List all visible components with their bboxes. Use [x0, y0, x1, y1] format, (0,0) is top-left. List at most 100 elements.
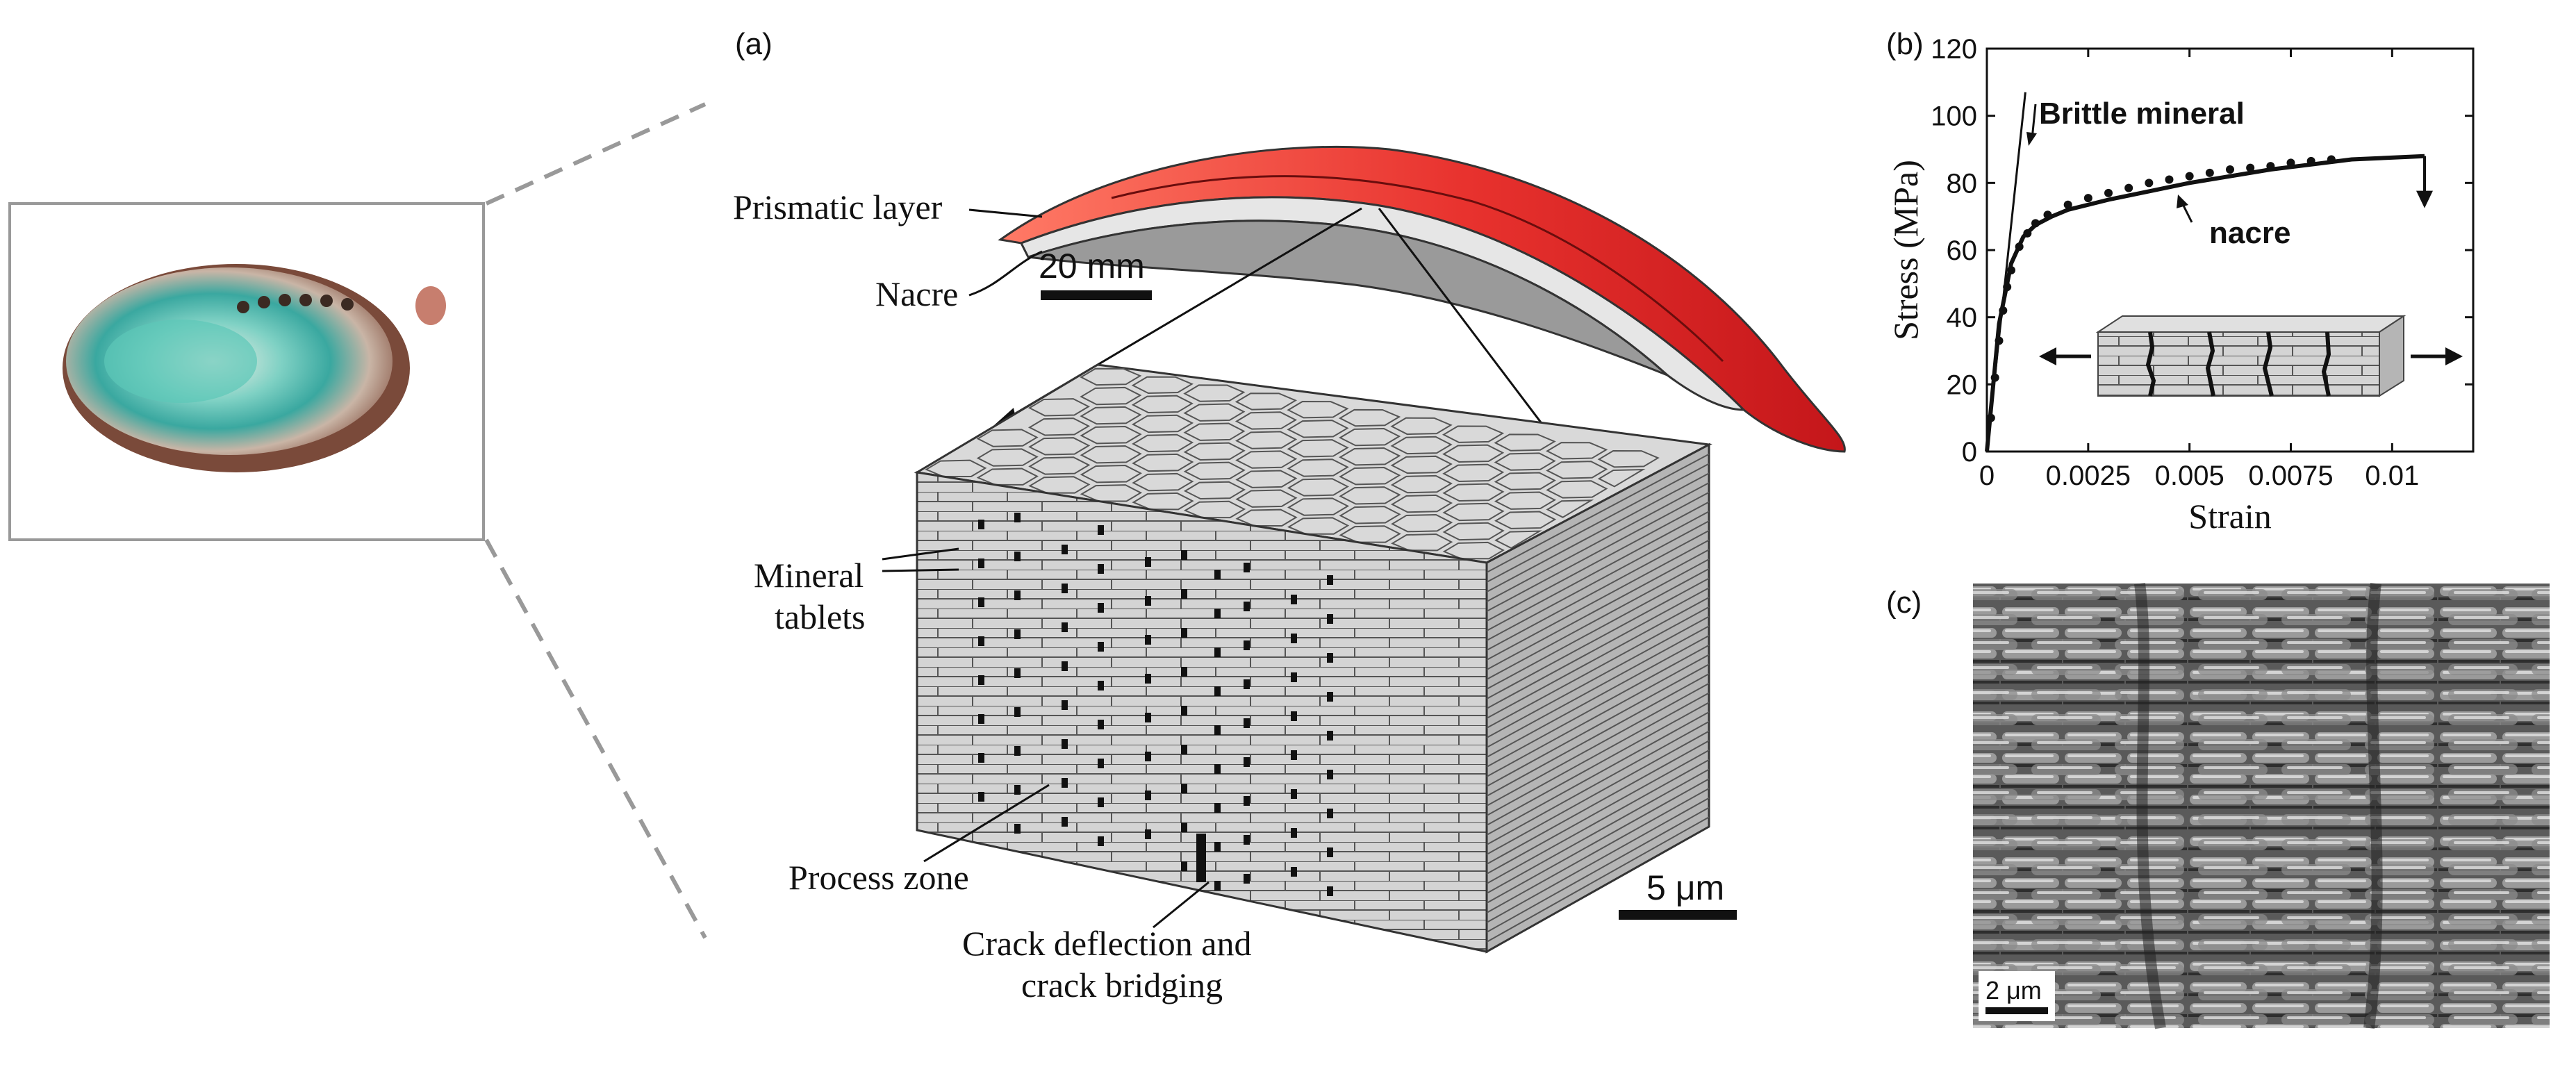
hex-tablet: [1183, 384, 1246, 402]
hex-tablet: [1287, 458, 1349, 477]
leader-process-zone: [923, 784, 1050, 863]
crack-segment: [1181, 550, 1187, 560]
crack-segment: [978, 520, 984, 529]
side-tablet-line: [1486, 788, 1710, 913]
side-tablet-line: [1486, 635, 1710, 758]
crack-segment: [1181, 861, 1187, 871]
crack-segment: [1098, 642, 1104, 652]
crack-segment: [1098, 720, 1104, 729]
hex-tablet: [1028, 456, 1091, 475]
hex-tablet: [1390, 474, 1453, 494]
hex-tablet: [1390, 436, 1453, 455]
side-tablet-line: [1486, 816, 1710, 943]
side-tablet-line: [1486, 807, 1710, 933]
crack-segment: [1181, 706, 1187, 716]
y-tick-label: 100: [1931, 101, 1977, 132]
hex-tablet: [1080, 484, 1143, 502]
nacre-data-point: [2063, 200, 2072, 209]
block-crack-path: [978, 513, 1333, 896]
hex-tablet: [1235, 411, 1298, 430]
nacre-data-point: [1995, 336, 2004, 345]
hex-tablet: [1287, 497, 1350, 516]
hex-tablet: [1338, 427, 1401, 447]
crack-segment: [1327, 886, 1333, 896]
hex-tablet: [1287, 401, 1349, 419]
hex-tablet: [1339, 486, 1401, 505]
crack-segment: [1327, 731, 1333, 741]
crack-segment: [1291, 828, 1297, 838]
hex-tablet: [1287, 478, 1349, 497]
hex-tablet: [1390, 455, 1453, 474]
nacre-data-point: [2083, 194, 2092, 203]
shell-photo: [8, 202, 485, 541]
side-tablet-line: [1486, 682, 1710, 807]
shell-scale-bar: [1041, 290, 1152, 300]
crack-segment: [1291, 672, 1297, 682]
block-scale-bar: [1619, 910, 1737, 920]
x-tick-label: 0.0075: [2248, 461, 2333, 491]
crack-segment: [1145, 596, 1151, 606]
crack-segment: [1244, 835, 1250, 845]
hex-tablet: [1494, 530, 1542, 549]
x-tick-label: 0.005: [2155, 461, 2224, 491]
side-tablet-line: [1486, 482, 1710, 602]
hex-tablet: [1235, 470, 1298, 488]
hex-tablet: [1080, 465, 1142, 483]
side-tablet-line: [1486, 597, 1710, 719]
side-tablet-line: [1486, 740, 1710, 865]
crack-segment: [1291, 634, 1297, 643]
hex-tablet: [1287, 420, 1349, 438]
hex-tablet: [976, 448, 1039, 467]
hex-tablet: [1391, 513, 1453, 533]
side-tablet-line: [1486, 529, 1710, 651]
nacre-data-point: [2266, 162, 2275, 171]
nacre-data-point: [2226, 165, 2234, 174]
side-tablet-line: [1486, 663, 1710, 787]
crack-segment: [1062, 661, 1068, 671]
nacre-data-point: [2015, 242, 2024, 251]
crack-segment: [1014, 824, 1021, 834]
y-tick-label: 0: [1962, 437, 1977, 468]
crack-segment: [1244, 796, 1250, 806]
hex-tablet: [1132, 492, 1194, 511]
crack-segment: [1244, 874, 1250, 884]
nacre-data-point: [2124, 183, 2133, 192]
nacre-data-point: [2205, 168, 2214, 177]
block-top-hex-grid: [925, 367, 1660, 560]
side-tablet-line: [1486, 472, 1710, 593]
crack-segment: [1327, 770, 1333, 779]
chart-series: [1985, 92, 2433, 452]
crack-segment: [1327, 575, 1333, 585]
label-tablets: tablets: [775, 597, 866, 636]
crack-segment: [1014, 746, 1021, 756]
chart-inset: [2039, 315, 2463, 397]
hex-tablet: [1442, 483, 1505, 502]
side-tablet-line: [1486, 463, 1710, 583]
side-tablet-line: [1486, 539, 1710, 661]
nacre-data-point: [1990, 373, 1999, 382]
hex-tablet: [1546, 480, 1608, 499]
hex-tablet: [1546, 461, 1608, 479]
sem-texture-overlay: [1973, 584, 2550, 1028]
crack-segment: [1214, 725, 1221, 735]
hex-tablet: [1183, 500, 1246, 519]
side-tablet-line: [1486, 750, 1710, 875]
nacre-failure-arrowhead: [2416, 190, 2433, 208]
side-tablet-line: [1486, 768, 1710, 894]
side-tablet-line: [1486, 625, 1710, 748]
crack-segment: [1244, 757, 1250, 767]
crack-segment: [1145, 752, 1151, 761]
panel-label-c: (c): [1886, 586, 1922, 620]
label-prismatic-layer: Prismatic layer: [733, 188, 943, 226]
crack-segment: [1014, 552, 1021, 561]
crack-segment: [1014, 785, 1021, 795]
crack-segment: [978, 636, 984, 646]
crack-segment: [1145, 829, 1151, 839]
side-tablet-line: [1486, 559, 1710, 680]
crack-segment: [1244, 679, 1250, 689]
crack-segment: [1062, 622, 1068, 632]
